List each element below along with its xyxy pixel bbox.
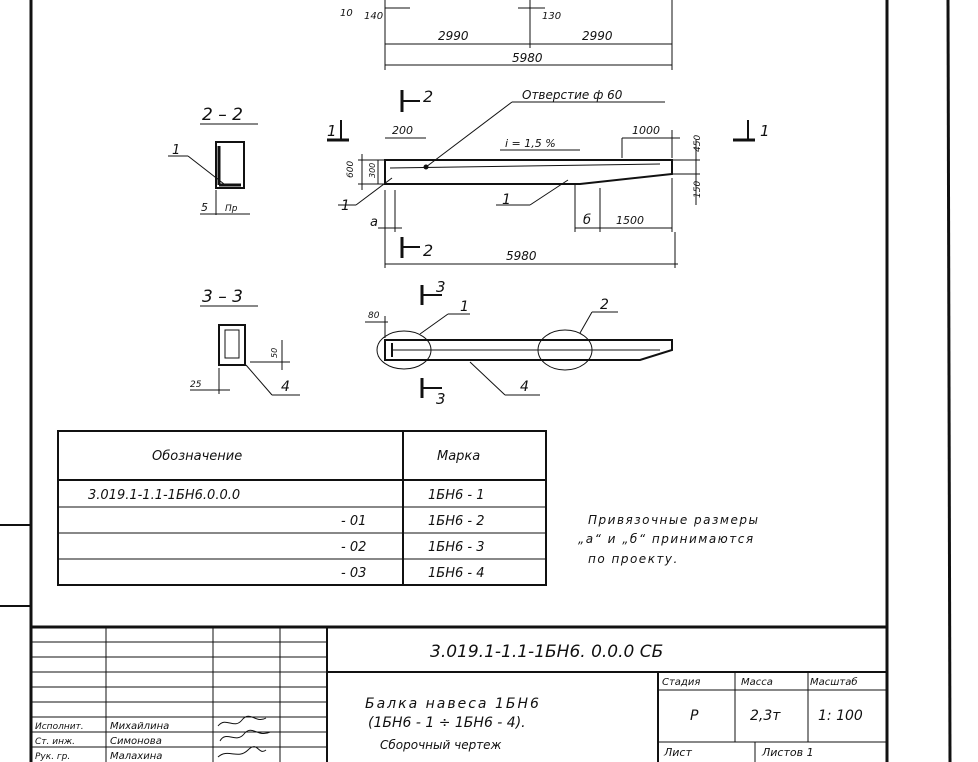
section-2-2-dim-5: 5	[201, 201, 208, 214]
section-2-2: 2 – 2 1 5 Пр	[168, 105, 258, 215]
detail-circle-2	[537, 329, 593, 371]
stage-value: Р	[690, 708, 699, 724]
scale-value: 1: 100	[818, 708, 863, 724]
table-header-mark: Марка	[437, 449, 480, 464]
role-name: Симонова	[110, 736, 162, 747]
note-line-3: по проекту.	[588, 552, 679, 566]
dim-5980-elevation: 5980	[506, 249, 537, 263]
cut-mark-2-bottom: 2	[423, 241, 433, 260]
beam-body	[384, 159, 673, 185]
section-2-2-title: 2 – 2	[202, 105, 243, 125]
plan-callout-1: 1	[460, 299, 469, 315]
table-row-mark: 1БН6 - 1	[428, 488, 484, 503]
signature-2	[219, 729, 271, 742]
section-3-3-dim-50: 50	[270, 348, 279, 358]
plan-callout-2: 2	[600, 297, 609, 313]
callout-1-right: 1	[502, 192, 511, 208]
hole-label: Отверстие ф 60	[522, 88, 623, 102]
cut-mark-1-left: 1	[327, 122, 337, 140]
beam-plan: 3 3 80 1 2 4	[365, 278, 673, 408]
dim-b: б	[583, 213, 591, 228]
cut-mark-3-bottom: 3	[436, 390, 446, 408]
dim-300: 300	[368, 163, 377, 178]
note-block: Привязочные размеры „а“ и „б“ принимаютс…	[578, 513, 759, 566]
title-block: Исполнит. Михайлина Ст. инж. Симонова Ру…	[31, 625, 887, 762]
dim-2990-left: 2990	[438, 29, 469, 43]
dim-2990-right: 2990	[582, 29, 613, 43]
signature-3	[217, 746, 267, 758]
section-3-3: 3 – 3 4 50 25	[190, 287, 300, 396]
table-row-mark: 1БН6 - 2	[428, 514, 484, 529]
cut-mark-2-top: 2	[423, 87, 433, 106]
cut-mark-1-right: 1	[760, 122, 770, 140]
dim-1500: 1500	[616, 214, 644, 227]
sheets-label: Листов 1	[761, 746, 814, 759]
stage-header: Стадия	[662, 677, 700, 688]
section-2-2-dim-unit: Пр	[225, 204, 238, 214]
role-label: Рук. гр.	[35, 752, 70, 762]
table-row-mark: 1БН6 - 4	[428, 566, 484, 581]
dim-600: 600	[346, 161, 356, 178]
mass-value: 2,3т	[750, 708, 781, 724]
role-label: Исполнит.	[35, 722, 84, 732]
dim-5980-top: 5980	[512, 51, 543, 65]
document-code: 3.019.1-1.1-1БН6. 0.0.0 СБ	[430, 642, 663, 662]
note-line-1: Привязочные размеры	[588, 513, 759, 527]
dim-1000: 1000	[632, 124, 660, 137]
callout-1-left: 1	[341, 198, 350, 214]
table-row-designation: 3.019.1-1.1-1БН6.0.0.0	[88, 488, 240, 503]
sheet-label: Лист	[663, 746, 692, 759]
plan-callout-4: 4	[520, 379, 529, 395]
table-row-designation: - 01	[341, 514, 366, 529]
section-3-3-callout-4: 4	[281, 379, 290, 395]
table-row-designation: - 03	[341, 566, 366, 581]
dim-130: 130	[542, 11, 561, 22]
dim-450: 450	[693, 135, 703, 152]
slope-label: i = 1,5 %	[505, 137, 556, 150]
drawing-name-line-1: Балка навеса 1БН6	[365, 696, 541, 712]
note-line-2: „а“ и „б“ принимаются	[578, 532, 755, 546]
dim-150: 150	[693, 181, 703, 198]
beam-elevation: 2 1 1 Отверстие ф 60 200 i = 1,5 % 1000 …	[327, 87, 770, 268]
sheet-edge-line	[946, 0, 952, 762]
table-header-designation: Обозначение	[152, 449, 242, 464]
table-row-mark: 1БН6 - 3	[428, 540, 484, 555]
plan-body	[384, 339, 673, 361]
dim-a: а	[370, 215, 378, 230]
role-name: Малахина	[110, 751, 162, 762]
marks-table: Обозначение Марка 3.019.1-1.1-1БН6.0.0.0…	[57, 430, 547, 586]
table-row-designation: - 02	[341, 540, 366, 555]
drawing-name-line-3: Сборочный чертеж	[380, 738, 502, 752]
plan-dim-80: 80	[368, 311, 380, 321]
cut-mark-3-top: 3	[436, 278, 446, 296]
mass-header: Масса	[741, 677, 773, 688]
dim-200: 200	[392, 124, 413, 137]
scale-header: Масштаб	[810, 676, 858, 688]
role-name: Михайлина	[110, 721, 169, 732]
signature-1	[217, 715, 267, 727]
section-2-2-callout-1: 1	[172, 143, 180, 158]
dim-140: 140	[364, 11, 383, 22]
role-label: Ст. инж.	[35, 737, 75, 747]
drawing-name-line-2: (1БН6 - 1 ÷ 1БН6 - 4).	[368, 715, 526, 731]
dim-10: 10	[340, 8, 353, 19]
top-dimensions: 10 140 130 2990 2990 5980	[340, 0, 673, 70]
section-3-3-dim-25: 25	[190, 380, 202, 390]
detail-circle-1	[376, 330, 432, 370]
section-3-3-title: 3 – 3	[202, 287, 243, 307]
